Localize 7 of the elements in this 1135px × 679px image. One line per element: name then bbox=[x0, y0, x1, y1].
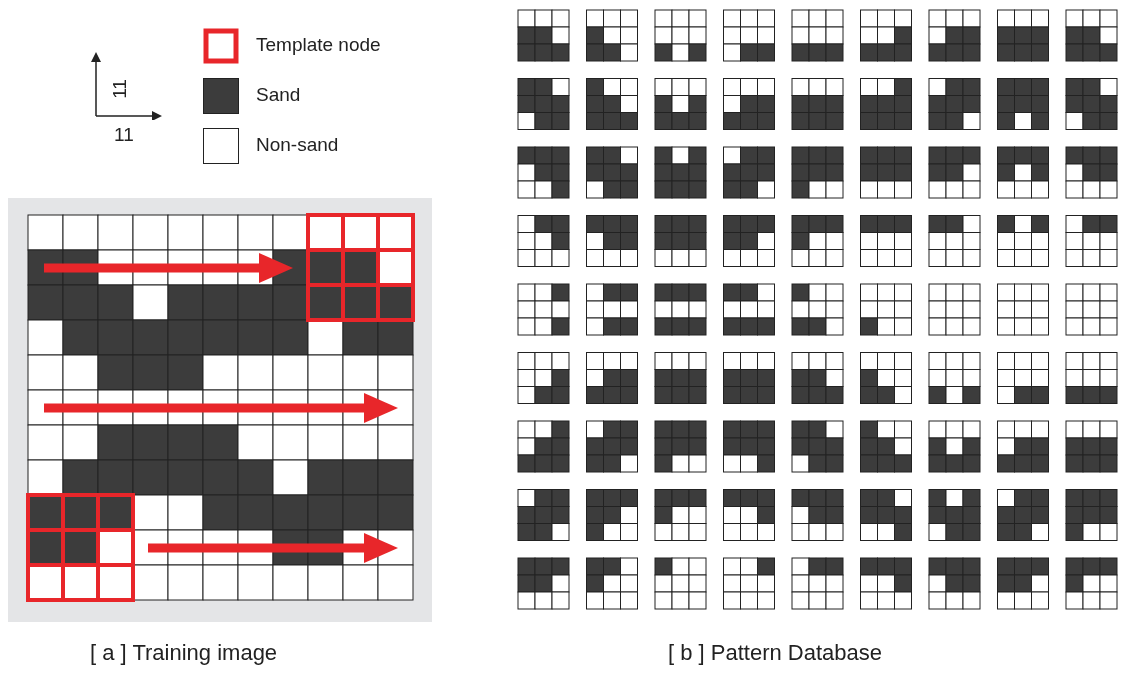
legend-label: Sand bbox=[256, 84, 301, 106]
caption: [ a ] Training image bbox=[90, 640, 278, 666]
caption: [ b ] Pattern Database bbox=[668, 640, 883, 666]
legend-label: Non-sand bbox=[256, 134, 339, 156]
axis-label: 11 bbox=[108, 79, 131, 99]
axis-label: 11 bbox=[114, 124, 134, 146]
legend-label: Template node bbox=[256, 34, 381, 56]
